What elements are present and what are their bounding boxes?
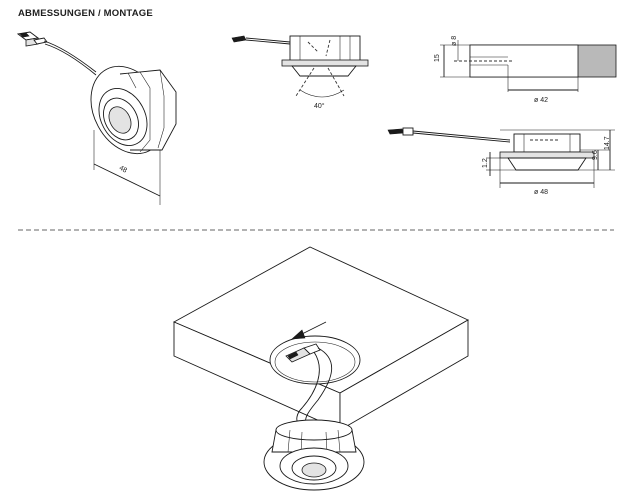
- dim-bore: ø 8: [451, 36, 458, 46]
- tilt-view: 40°: [231, 35, 369, 110]
- dim-tilt-angle: 40°: [314, 102, 325, 110]
- dim-total-height: 14.7: [604, 136, 611, 150]
- tilt-connector: [231, 35, 247, 43]
- perspective-view: 48: [16, 31, 177, 205]
- section-heading: ABMESSUNGEN / MONTAGE: [18, 8, 153, 19]
- cable: [43, 40, 97, 73]
- side-connector: [387, 128, 405, 135]
- lens: [108, 106, 132, 134]
- cable-connector: [16, 31, 48, 47]
- dim-cutout-depth: 15: [434, 54, 441, 62]
- side-elevation: 9.6 14.7 1.2 ø 48: [387, 127, 615, 196]
- mount-luminaire: [263, 419, 365, 491]
- cutout-section: 15 ø 8 ø 42: [434, 36, 617, 104]
- dim-cutout-diameter: ø 42: [534, 97, 548, 104]
- mount-cable: [305, 347, 333, 425]
- mounting-view: [172, 246, 469, 491]
- dim-outer-diameter: ø 48: [534, 189, 548, 196]
- dim-width: 48: [118, 165, 128, 175]
- dim-flange: 1.2: [482, 158, 489, 168]
- dim-body-height: 9.6: [592, 150, 599, 160]
- cutout-hole: [269, 335, 361, 385]
- mount-lens: [301, 462, 327, 478]
